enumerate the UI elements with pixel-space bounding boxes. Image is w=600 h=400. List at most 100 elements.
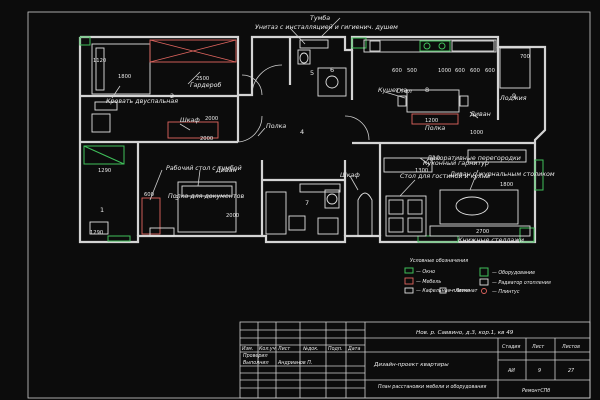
radiator-symbol [479,278,489,286]
equipment-symbol [479,267,489,277]
sheet-title: План расстановки мебели и оборудования [378,384,487,390]
sofa-bed [177,181,237,233]
label-sofa-2: Диван [469,111,491,118]
head-sheet: Лист [277,346,290,352]
dimension-value: 2700 [476,229,489,235]
dimension-value: 2000 [200,136,213,142]
room-number: 1 [100,206,104,214]
kitchen-counter [363,39,497,53]
legend-item: — Ламинат [449,288,478,294]
room-number: 9 [512,92,516,100]
legend-item: — Окно [416,269,435,275]
label-couch: Кушетка [378,87,407,94]
head-change: Изм. [242,346,253,352]
room-number: 5 [310,69,314,77]
legend-item: — Плинтус [492,289,520,295]
stage-header: Стадия [502,344,521,350]
sheet-header: Лист [531,344,544,350]
title-block: Нов. р. Саввино, д.3, кор.1, кв 49 Дизай… [239,321,591,399]
project-address: Нов. р. Саввино, д.3, кор.1, кв 49 [416,330,514,336]
dimension-value: 1290 [98,168,111,174]
label-partitions: Декоративные перегородки [426,155,521,162]
legend-item: — Радиатор отопления [492,280,551,286]
sheets-header: Листов [561,344,580,350]
legend-item: — Оборудование [492,270,535,276]
label-desk: Рабочий стол с тумбой [166,164,242,172]
label-shelf-hall: Полка [266,123,286,130]
legend: Условные обозначения — Окно — Мебель — К… [404,258,551,295]
dimension-value: 600 [470,68,480,74]
dimensions: 1800 2500 2000 1000 500 600 600 600 1200… [90,54,530,236]
dimension-value: 1000 [438,68,451,74]
dimension-value: 1300 [415,168,428,174]
dimension-value: 1120 [93,58,106,64]
kitchen [363,39,531,125]
label-table: Стол [396,88,412,95]
dimension-value: 600 [485,68,495,74]
leader-lines [111,17,479,201]
bench [167,121,219,139]
room-number: 4 [300,128,304,136]
legend-item: — Кафельная плитка [416,288,470,294]
dimension-value: 2000 [226,213,239,219]
room-number: 7 [305,199,309,207]
dimension-value: 2000 [205,116,218,122]
room-labels: Кровать двуспальная Гардероб Рабочий сто… [106,14,555,244]
label-shelf-kitchen: Полка [425,125,445,132]
dining-table [385,195,427,237]
head-date: Дата [347,346,360,352]
author-name: Андрианов П. [277,360,312,366]
room-number: 10 [432,154,440,162]
label-wardrobe: Гардероб [190,81,221,89]
legend-title: Условные обозначения [410,258,468,264]
label-sofa-coffee: Диван с журнальным столиком [449,171,555,178]
drawing-object: Дизайн-проект квартиры [373,362,449,368]
dimension-value: 600 [392,68,402,74]
dimension-value: 1800 [500,182,513,188]
furniture-symbol [404,277,414,285]
dimension-value: 600 [144,192,154,198]
bathroom [265,39,347,235]
room-number: 8 [425,86,429,94]
wardrobe [149,39,237,63]
hallway [237,64,370,143]
room-number: 2 [170,92,174,100]
label-loggia: Лоджия [499,95,527,102]
stage-value: АИ [507,368,515,374]
dimension-value: 1000 [470,130,483,136]
label-doc-shelf: Полка для документов [168,193,244,200]
tile-symbol [404,287,414,294]
label-bookshelves: Книжные стеллажи [458,237,524,244]
legend-item: — Мебель [416,279,441,285]
sofa [439,189,519,225]
dimension-value: 1800 [118,74,131,80]
label-bed: Кровать двуспальная [106,98,178,105]
label-vanity: Тумба [310,14,330,22]
walls [78,35,547,244]
dimension-value: 500 [407,68,417,74]
double-bed [91,43,151,95]
window-symbol [404,267,414,274]
head-sign: Подп. [328,346,343,352]
label-cabinet-2: Шкаф [340,172,360,179]
role-checked: Проверил [243,353,268,359]
living-room [357,149,531,237]
bedside-table [91,113,111,133]
kitchen-table [406,89,460,113]
baseboard-symbol [481,288,487,294]
room-number: 3 [175,194,179,202]
dimension-value: 2500 [196,76,209,82]
head-count: Кол.уч [259,346,276,352]
label-toilet: Унитаз с инсталляцией и гигиенич. душем [255,24,398,31]
room-numbers: 2 3 1 4 5 6 7 8 9 10 [100,66,516,214]
dimension-value: 700 [520,54,530,60]
role-author: Выполнил [243,360,269,366]
sheets-value: 27 [568,368,574,374]
label-dining-table: Стол для гостиной и кухни [400,173,490,180]
company-name: РемонтСПб [522,388,550,394]
room-number: 6 [330,66,334,74]
bookshelves [429,225,531,237]
label-cabinet: Шкаф [180,117,200,124]
dimension-value: 1200 [425,118,438,124]
